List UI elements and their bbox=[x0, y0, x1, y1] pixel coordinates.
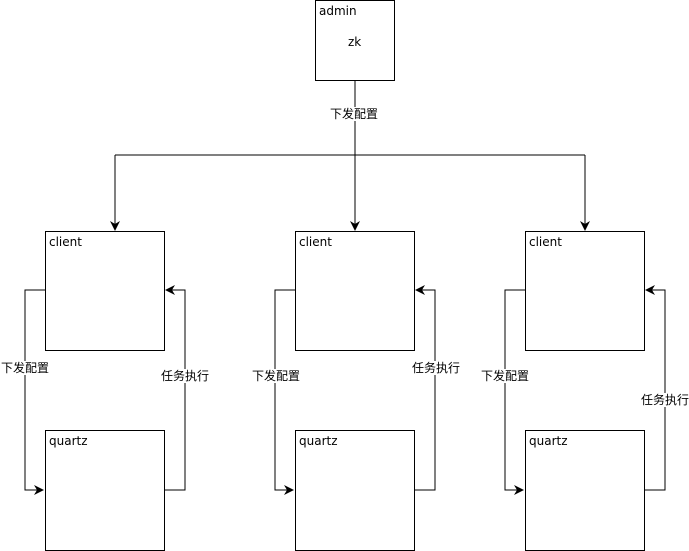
config-label-col-3: 下发配置 bbox=[481, 369, 530, 383]
config-label-col-2: 下发配置 bbox=[252, 369, 301, 383]
exec-arrow-col-2 bbox=[415, 285, 436, 491]
exec-label-col-3: 任务执行 bbox=[641, 393, 689, 407]
client-node-3: client bbox=[525, 231, 645, 351]
client-node-1-title: client bbox=[49, 235, 82, 249]
config-arrow-col-1 bbox=[24, 289, 45, 495]
quartz-node-1-title: quartz bbox=[49, 434, 88, 448]
admin-node-subtitle: zk bbox=[348, 35, 362, 49]
exec-arrow-col-1 bbox=[165, 285, 186, 491]
quartz-node-1: quartz bbox=[45, 430, 165, 551]
quartz-node-3: quartz bbox=[525, 430, 645, 551]
exec-arrow-col-3 bbox=[645, 285, 666, 491]
quartz-node-2-title: quartz bbox=[299, 434, 338, 448]
admin-node: admin zk bbox=[315, 0, 395, 81]
config-arrow-col-3 bbox=[504, 289, 525, 495]
quartz-node-2: quartz bbox=[295, 430, 415, 551]
top-edge-label: 下发配置 bbox=[330, 107, 379, 121]
config-label-col-1: 下发配置 bbox=[1, 361, 50, 375]
quartz-node-3-title: quartz bbox=[529, 434, 568, 448]
client-node-3-title: client bbox=[529, 235, 562, 249]
exec-label-col-1: 任务执行 bbox=[161, 369, 210, 383]
config-arrow-col-2 bbox=[274, 289, 295, 495]
admin-node-title: admin bbox=[319, 4, 357, 18]
client-node-2: client bbox=[295, 231, 415, 351]
client-node-2-title: client bbox=[299, 235, 332, 249]
client-node-1: client bbox=[45, 231, 165, 351]
exec-label-col-2: 任务执行 bbox=[412, 361, 461, 375]
